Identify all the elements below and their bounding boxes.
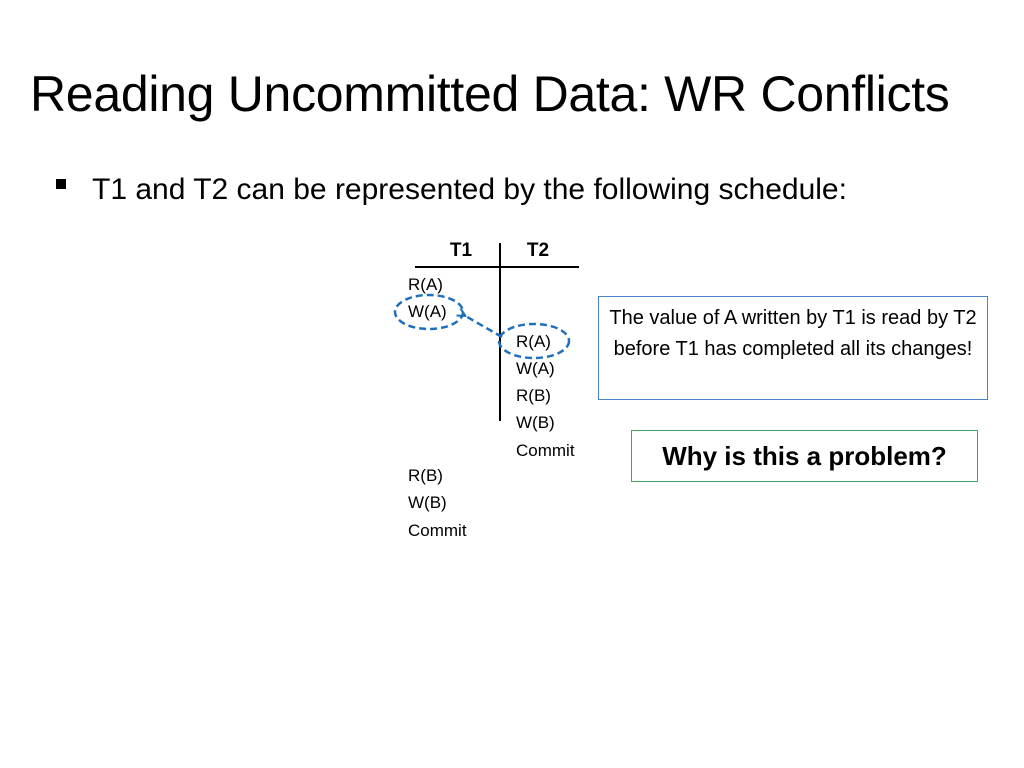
t2-op-read-a: R(A) — [516, 332, 551, 351]
t2-column-header: T2 — [526, 240, 550, 261]
t2-op-write-a: W(A) — [516, 359, 555, 378]
slide-title: Reading Uncommitted Data: WR Conflicts — [30, 66, 950, 122]
square-bullet-icon — [56, 179, 66, 189]
column-divider — [499, 243, 501, 421]
t1-column-header: T1 — [449, 240, 473, 261]
t2-op-commit: Commit — [516, 441, 575, 460]
explanation-text: The value of A written by T1 is read by … — [609, 307, 977, 360]
header-divider — [415, 266, 579, 268]
explanation-callout: The value of A written by T1 is read by … — [598, 296, 988, 400]
t2-op-read-b: R(B) — [516, 386, 551, 405]
t1-op-commit: Commit — [408, 521, 467, 540]
question-callout: Why is this a problem? — [631, 430, 978, 482]
t1-op-read-a: R(A) — [408, 275, 443, 294]
question-text: Why is this a problem? — [662, 441, 947, 471]
t1-op-read-b: R(B) — [408, 466, 443, 485]
t1-op-write-a: W(A) — [408, 302, 447, 321]
bullet-text: T1 and T2 can be represented by the foll… — [92, 173, 847, 206]
t1-op-write-b: W(B) — [408, 493, 447, 512]
t2-op-write-b: W(B) — [516, 413, 555, 432]
